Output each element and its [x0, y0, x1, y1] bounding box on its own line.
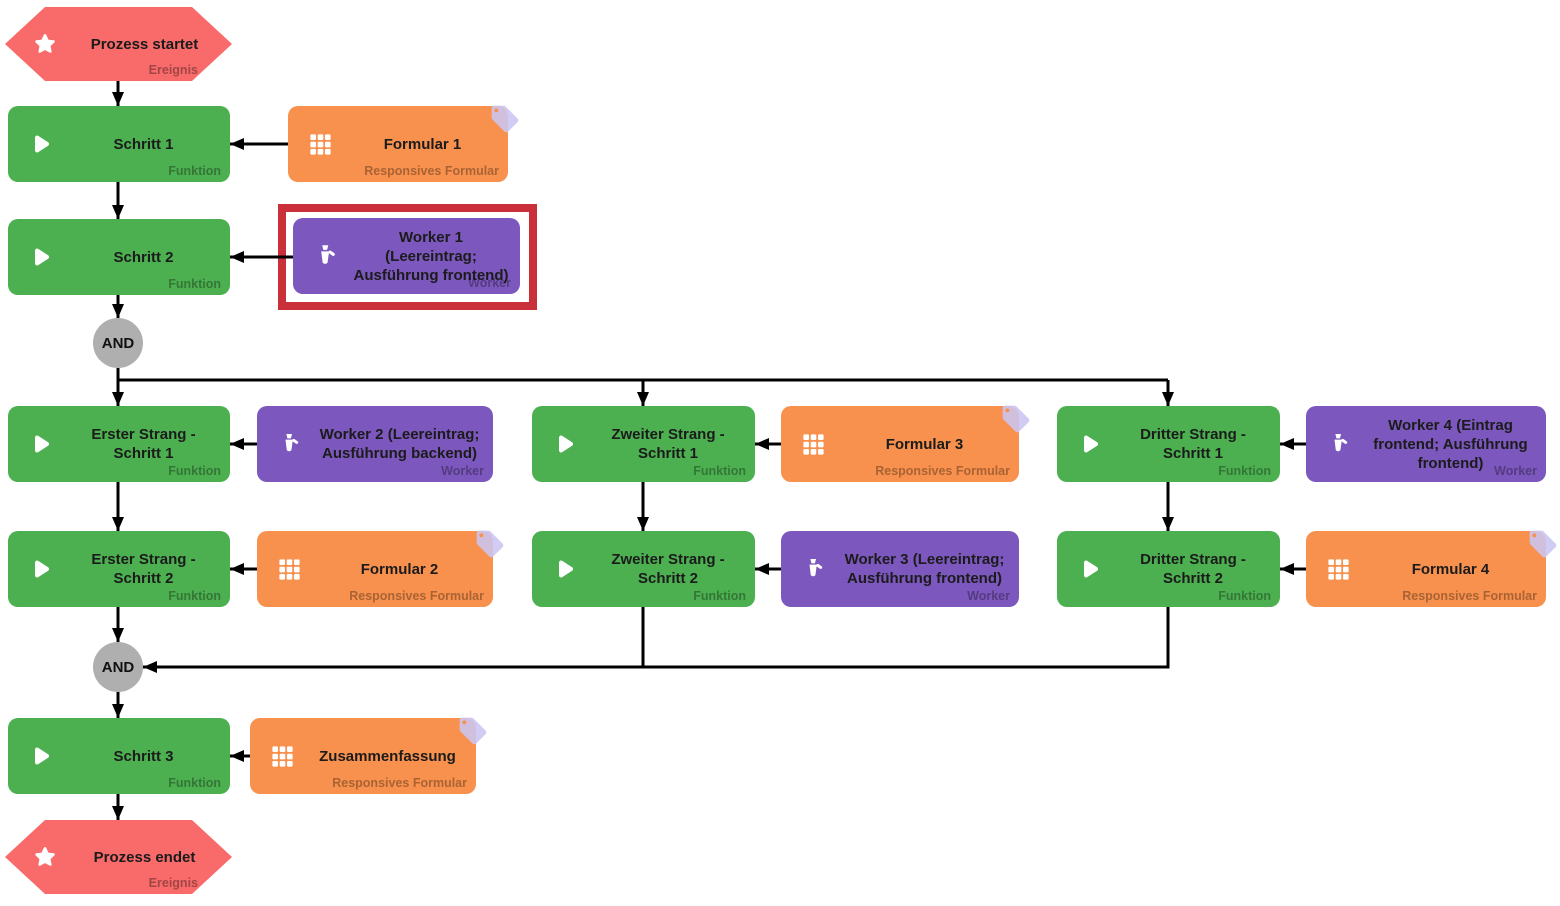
node-title: Schritt 3 [113, 747, 174, 765]
node-type-label: Funktion [168, 464, 221, 478]
node-title: Formular 1 [383, 135, 462, 153]
gateway-label: AND [101, 658, 135, 676]
node-worker-3[interactable]: Worker 3 (Leereintrag; Ausführung fronte… [781, 531, 1019, 607]
node-type-label: Funktion [693, 464, 746, 478]
node-worker-2[interactable]: Worker 2 (Leereintrag; Ausführung backen… [257, 406, 493, 482]
node-zweiter-strang-schritt-2[interactable]: Zweiter Strang - Schritt 2 Funktion [532, 531, 755, 607]
node-type-label: Ereignis [148, 63, 198, 77]
node-title: Worker 2 (Leereintrag; Ausführung backen… [319, 426, 480, 462]
node-title: Schritt 1 [113, 135, 174, 153]
node-title: Dritter Strang - Schritt 2 [1140, 551, 1246, 587]
grid-icon [1306, 556, 1363, 583]
node-prozess-startet[interactable]: Prozess startet Ereignis [5, 7, 232, 81]
play-icon [8, 554, 65, 584]
node-type-label: Worker [441, 464, 484, 478]
node-title: Zusammenfassung [319, 747, 456, 765]
play-icon [1057, 429, 1114, 459]
tag-icon [1527, 528, 1559, 560]
node-type-label: Responsives Formular [332, 776, 467, 790]
node-title: Worker 1 (Leereintrag; Ausführung fronte… [353, 228, 509, 284]
node-worker-1[interactable]: Worker 1 (Leereintrag; Ausführung fronte… [293, 218, 520, 294]
gateway-and-2[interactable]: AND [93, 642, 143, 692]
node-type-label: Responsives Formular [875, 464, 1010, 478]
node-type-label: Funktion [168, 776, 221, 790]
star-icon [5, 31, 71, 57]
node-zweiter-strang-schritt-1[interactable]: Zweiter Strang - Schritt 1 Funktion [532, 406, 755, 482]
node-type-label: Funktion [168, 589, 221, 603]
node-type-label: Funktion [1218, 589, 1271, 603]
node-type-label: Responsives Formular [349, 589, 484, 603]
node-schritt-1[interactable]: Schritt 1 Funktion [8, 106, 230, 182]
star-icon [5, 844, 71, 870]
grid-icon [250, 743, 307, 770]
node-title: Zweiter Strang - Schritt 2 [611, 551, 725, 587]
node-title: Prozess endet [93, 848, 196, 866]
node-title: Dritter Strang - Schritt 1 [1140, 426, 1246, 462]
play-icon [8, 242, 65, 272]
node-title: Worker 3 (Leereintrag; Ausführung fronte… [844, 551, 1005, 587]
node-schritt-3[interactable]: Schritt 3 Funktion [8, 718, 230, 794]
node-zusammenfassung[interactable]: Zusammenfassung Responsives Formular [250, 717, 487, 794]
node-formular-4[interactable]: Formular 4 Responsives Formular [1306, 530, 1557, 607]
node-type-label: Funktion [1218, 464, 1271, 478]
gateway-label: AND [101, 334, 135, 352]
play-icon [532, 429, 589, 459]
node-title: Erster Strang - Schritt 2 [91, 551, 196, 587]
play-icon [8, 129, 65, 159]
node-type-label: Responsives Formular [364, 164, 499, 178]
tag-icon [457, 715, 489, 747]
gateway-and-1[interactable]: AND [93, 318, 143, 368]
node-title: Erster Strang - Schritt 1 [91, 426, 196, 462]
grid-icon [781, 431, 838, 458]
node-title: Formular 4 [1411, 560, 1490, 578]
tag-icon [1000, 403, 1032, 435]
tag-icon [474, 528, 506, 560]
node-formular-2[interactable]: Formular 2 Responsives Formular [257, 530, 504, 607]
node-title: Formular 3 [885, 435, 964, 453]
play-icon [532, 554, 589, 584]
grid-icon [257, 556, 314, 583]
node-formular-1[interactable]: Formular 1 Responsives Formular [288, 105, 519, 182]
node-type-label: Responsives Formular [1402, 589, 1537, 603]
node-type-label: Worker [468, 276, 511, 290]
node-title: Formular 2 [360, 560, 439, 578]
node-prozess-endet[interactable]: Prozess endet Ereignis [5, 820, 232, 894]
node-type-label: Funktion [168, 164, 221, 178]
node-type-label: Funktion [168, 277, 221, 291]
tie-icon [257, 430, 314, 458]
tie-icon [1306, 430, 1363, 458]
node-title: Prozess startet [90, 35, 199, 53]
node-dritter-strang-schritt-2[interactable]: Dritter Strang - Schritt 2 Funktion [1057, 531, 1280, 607]
connector-and1-branch-trunk [116, 368, 1168, 382]
play-icon [8, 741, 65, 771]
node-erster-strang-schritt-2[interactable]: Erster Strang - Schritt 2 Funktion [8, 531, 230, 607]
node-erster-strang-schritt-1[interactable]: Erster Strang - Schritt 1 Funktion [8, 406, 230, 482]
node-type-label: Funktion [693, 589, 746, 603]
node-type-label: Worker [1494, 464, 1537, 478]
grid-icon [288, 131, 345, 158]
tie-icon [781, 555, 838, 583]
node-dritter-strang-schritt-1[interactable]: Dritter Strang - Schritt 1 Funktion [1057, 406, 1280, 482]
node-worker-4[interactable]: Worker 4 (Eintrag frontend; Ausführung f… [1306, 406, 1546, 482]
connector-join-trunk [143, 607, 1170, 667]
node-formular-3[interactable]: Formular 3 Responsives Formular [781, 405, 1030, 482]
tie-icon [293, 241, 350, 271]
node-title: Schritt 2 [113, 248, 174, 266]
node-title: Zweiter Strang - Schritt 1 [611, 426, 725, 462]
node-type-label: Ereignis [148, 876, 198, 890]
node-schritt-2[interactable]: Schritt 2 Funktion [8, 219, 230, 295]
play-icon [8, 429, 65, 459]
play-icon [1057, 554, 1114, 584]
node-type-label: Worker [967, 589, 1010, 603]
node-title: Worker 4 (Eintrag frontend; Ausführung f… [1373, 416, 1528, 472]
tag-icon [489, 103, 521, 135]
